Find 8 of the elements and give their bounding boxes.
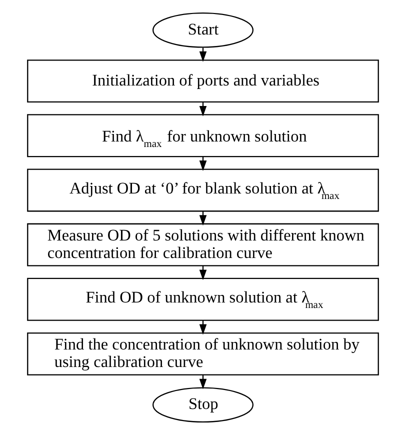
- node-ellipse: Start: [152, 12, 254, 48]
- node-box: Adjust OD at ‘0’ for blank solution at λ$_{max}$: [26, 168, 378, 212]
- node-ellipse: Stop: [152, 387, 254, 423]
- node-box: Find OD of unknown solution at λ$_{max}$: [26, 278, 378, 321]
- node-box: Find the concentration of unknown solution by using calibration curve: [26, 332, 378, 376]
- node-box: Initialization of ports and variables: [26, 60, 378, 103]
- node-box: Measure OD of 5 solutions with different known concentration for calibration curve: [26, 223, 378, 266]
- node-box: Find λ$_{max}$ for unknown solution: [26, 114, 378, 158]
